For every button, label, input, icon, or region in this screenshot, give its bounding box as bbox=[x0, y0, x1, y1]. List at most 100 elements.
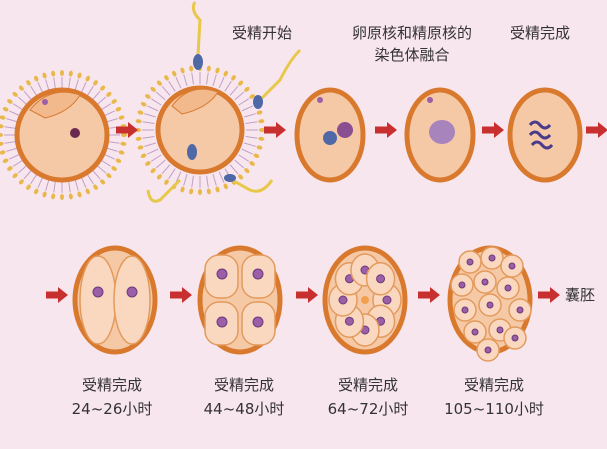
follicle-cell bbox=[7, 166, 13, 171]
corona-ray bbox=[245, 121, 258, 124]
corona-ray bbox=[147, 148, 159, 155]
corona-ray bbox=[23, 90, 33, 101]
corona-ray bbox=[206, 175, 209, 188]
follicle-cell bbox=[77, 191, 82, 198]
follicle-cell bbox=[34, 188, 39, 195]
corona-ray bbox=[74, 79, 79, 92]
label-blastocyst: 囊胚 bbox=[565, 286, 595, 304]
corona-ray bbox=[68, 77, 71, 90]
follicle-cell bbox=[0, 115, 6, 120]
corona-ray bbox=[80, 176, 87, 188]
corona-ray bbox=[103, 153, 115, 160]
corona-ray bbox=[224, 80, 232, 92]
follicle-cell bbox=[238, 80, 244, 86]
corona-ray bbox=[245, 136, 258, 139]
corona-ray bbox=[234, 159, 245, 169]
follicle-cell bbox=[189, 65, 194, 72]
chromosome-fusion-cell bbox=[404, 87, 476, 183]
follicle-cell bbox=[121, 133, 127, 137]
corona-ray bbox=[168, 80, 176, 92]
nucleus bbox=[481, 278, 489, 286]
follicle-cell bbox=[106, 173, 112, 179]
follicle-cell bbox=[164, 75, 169, 81]
follicle-cell bbox=[93, 184, 98, 190]
corona-ray bbox=[142, 136, 155, 139]
corona-ray bbox=[175, 77, 182, 89]
follicle-cell bbox=[145, 94, 151, 99]
label-pronuclei-fusion-1: 卵原核和精原核的 bbox=[352, 24, 472, 42]
corona-ray bbox=[142, 121, 155, 124]
corona-ray bbox=[212, 173, 217, 186]
arrow-right-icon bbox=[170, 287, 192, 303]
follicle-cell bbox=[215, 186, 220, 193]
follicle-cell bbox=[68, 193, 73, 200]
follicle-cell bbox=[206, 188, 211, 195]
corona-ray bbox=[155, 91, 166, 101]
follicle-cell bbox=[156, 174, 162, 180]
follicle-cell bbox=[258, 136, 265, 141]
follicle-cell bbox=[259, 128, 265, 132]
egg-with-sperm bbox=[146, 1, 302, 203]
arrow-right-icon bbox=[586, 122, 607, 138]
nucleus bbox=[496, 326, 504, 334]
follicle-cell bbox=[215, 67, 220, 74]
corona-ray bbox=[144, 113, 157, 118]
corona-ray bbox=[241, 105, 253, 112]
follicle-cell bbox=[244, 86, 250, 92]
corona-ray bbox=[218, 171, 225, 183]
corona-ray bbox=[4, 141, 17, 144]
follicle-cell bbox=[206, 65, 211, 72]
corona-ray bbox=[9, 153, 21, 160]
follicle-cell bbox=[238, 174, 244, 180]
arrow-right-icon bbox=[375, 122, 397, 138]
corona-ray bbox=[150, 98, 162, 106]
two-cell-embryo bbox=[72, 245, 158, 355]
follicle-cell bbox=[198, 189, 202, 195]
corona-ray bbox=[238, 98, 250, 106]
corona-ray bbox=[161, 164, 171, 175]
follicle-cell bbox=[0, 124, 4, 129]
follicle-cell bbox=[150, 86, 156, 92]
corona-ray bbox=[107, 141, 120, 144]
corona-ray bbox=[234, 91, 245, 101]
arrow-right-icon bbox=[264, 122, 286, 138]
corona-ray bbox=[175, 171, 182, 183]
follicle-cell bbox=[26, 184, 31, 190]
corona-ray bbox=[238, 154, 250, 162]
corona-ray bbox=[206, 72, 209, 85]
corona-ray bbox=[155, 159, 166, 169]
follicle-cell bbox=[223, 70, 228, 77]
follicle-cell bbox=[100, 179, 106, 185]
follicle-cell bbox=[118, 115, 125, 120]
follicle-cell bbox=[0, 141, 4, 146]
follicle-cell bbox=[60, 194, 64, 200]
follicle-cell bbox=[85, 188, 90, 195]
follicle-cell bbox=[253, 153, 260, 158]
follicle-cell bbox=[12, 91, 18, 97]
corona-ray bbox=[12, 159, 24, 167]
follicle-cell bbox=[231, 75, 236, 81]
corona-ray bbox=[45, 79, 50, 92]
nucleus bbox=[466, 258, 474, 266]
nucleus bbox=[511, 334, 519, 342]
corona-ray bbox=[17, 164, 28, 174]
follicle-cell bbox=[120, 141, 127, 146]
follicle-cell bbox=[106, 91, 112, 97]
corona-ray bbox=[45, 178, 50, 191]
follicle-cell bbox=[137, 110, 144, 115]
follicle-cell bbox=[60, 70, 64, 76]
nucleus bbox=[486, 301, 494, 309]
corona-ray bbox=[53, 77, 56, 90]
nucleus bbox=[382, 295, 392, 305]
follicle-cell bbox=[258, 119, 265, 124]
nucleus bbox=[344, 316, 354, 326]
stage-label-line1: 受精完成 bbox=[214, 376, 274, 394]
corona-ray bbox=[150, 154, 162, 162]
stage-label-line2: 24~26小时 bbox=[72, 400, 153, 418]
arrow-right-icon bbox=[116, 122, 138, 138]
corona-ray bbox=[229, 85, 239, 96]
follicle-cell bbox=[189, 188, 194, 195]
follicle-cell bbox=[150, 168, 156, 174]
corona-ray bbox=[30, 173, 38, 185]
eight-cell-embryo bbox=[322, 245, 408, 355]
